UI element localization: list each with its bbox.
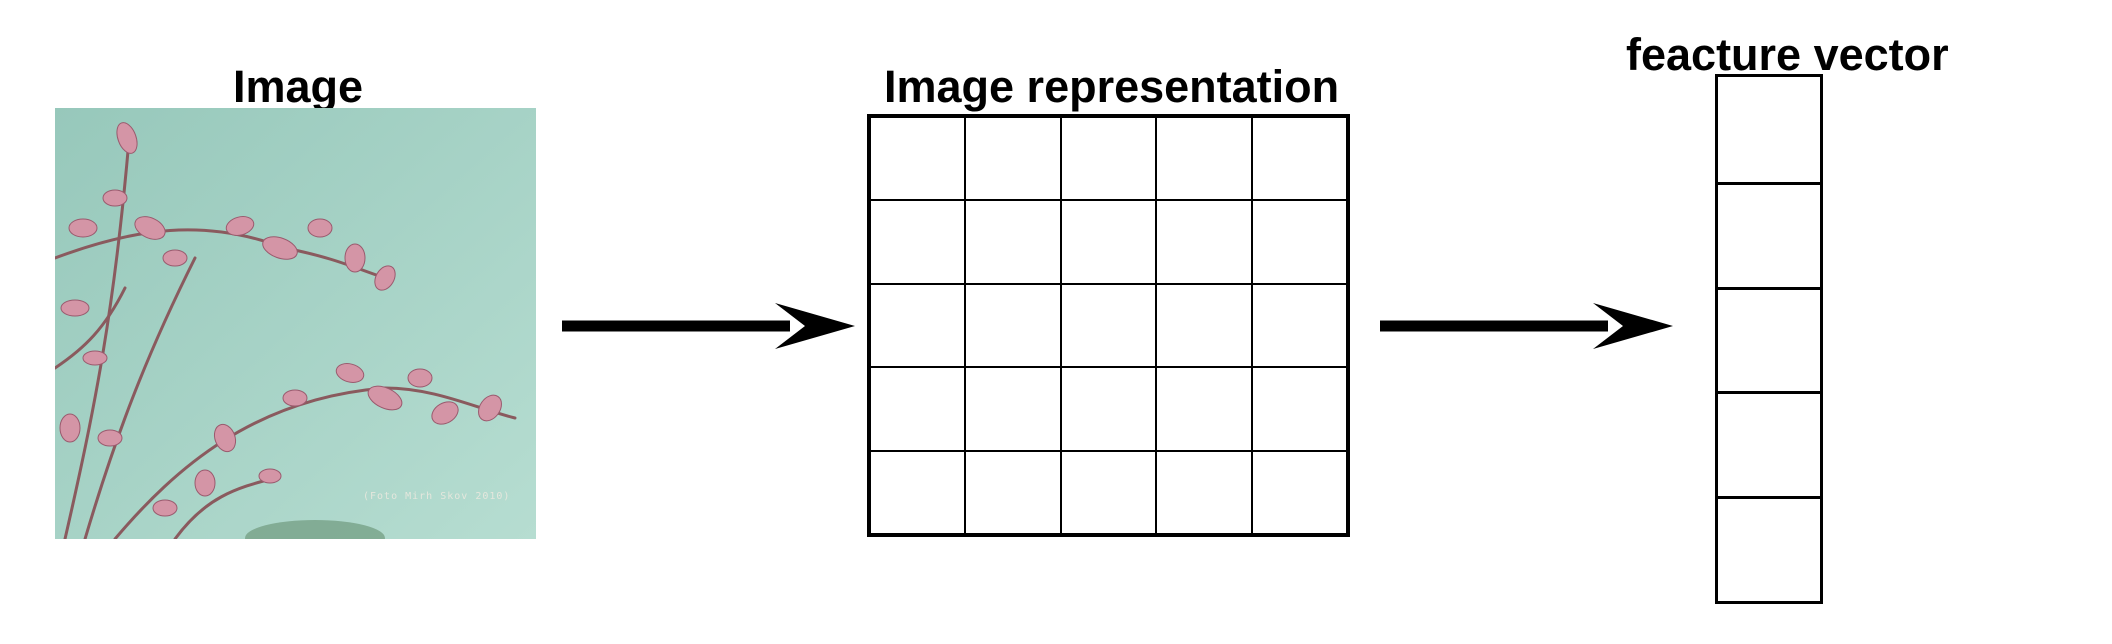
grid-cell — [1156, 117, 1252, 201]
vector-cell — [1718, 181, 1820, 287]
grid-cell — [965, 117, 1061, 201]
flower-photo: (Foto Mirh Skov 2010) — [55, 108, 536, 539]
vector-cell — [1718, 286, 1820, 392]
flower-illustration — [55, 108, 536, 539]
grid-cell — [1251, 450, 1347, 534]
grid-cell — [965, 200, 1061, 284]
image-representation-grid — [867, 114, 1350, 537]
feature-vector-title: feacture vector — [1626, 29, 1949, 80]
grid-cell — [870, 283, 966, 368]
grid-cell — [1060, 450, 1157, 534]
feature-vector — [1715, 74, 1823, 604]
photo-credit: (Foto Mirh Skov 2010) — [363, 491, 511, 502]
grid-cell — [1156, 367, 1252, 451]
grid-cell — [1060, 283, 1157, 368]
grid-cell — [1060, 117, 1157, 201]
vector-cell — [1718, 391, 1820, 496]
image-title: Image — [233, 61, 364, 112]
grid-cell — [965, 283, 1061, 368]
image-representation-title: Image representation — [884, 61, 1340, 112]
grid-cell — [1060, 367, 1157, 451]
grid-cell — [1156, 283, 1252, 368]
grid-cell — [1251, 367, 1347, 451]
grid-cell — [870, 450, 966, 534]
grid-cell — [1251, 200, 1347, 284]
grid-cell — [965, 367, 1061, 451]
grid-cell — [1251, 117, 1347, 201]
grid-cell — [1156, 200, 1252, 284]
arrow-icon — [562, 303, 855, 349]
grid-cell — [1156, 450, 1252, 534]
arrow-icon — [1380, 303, 1673, 349]
vector-cell — [1718, 496, 1820, 601]
grid-cell — [1251, 283, 1347, 368]
grid-cell — [965, 450, 1061, 534]
grid-cell — [1060, 200, 1157, 284]
grid-cell — [870, 200, 966, 284]
grid-cell — [870, 117, 966, 201]
grid-cell — [870, 367, 966, 451]
vector-cell — [1718, 77, 1820, 182]
